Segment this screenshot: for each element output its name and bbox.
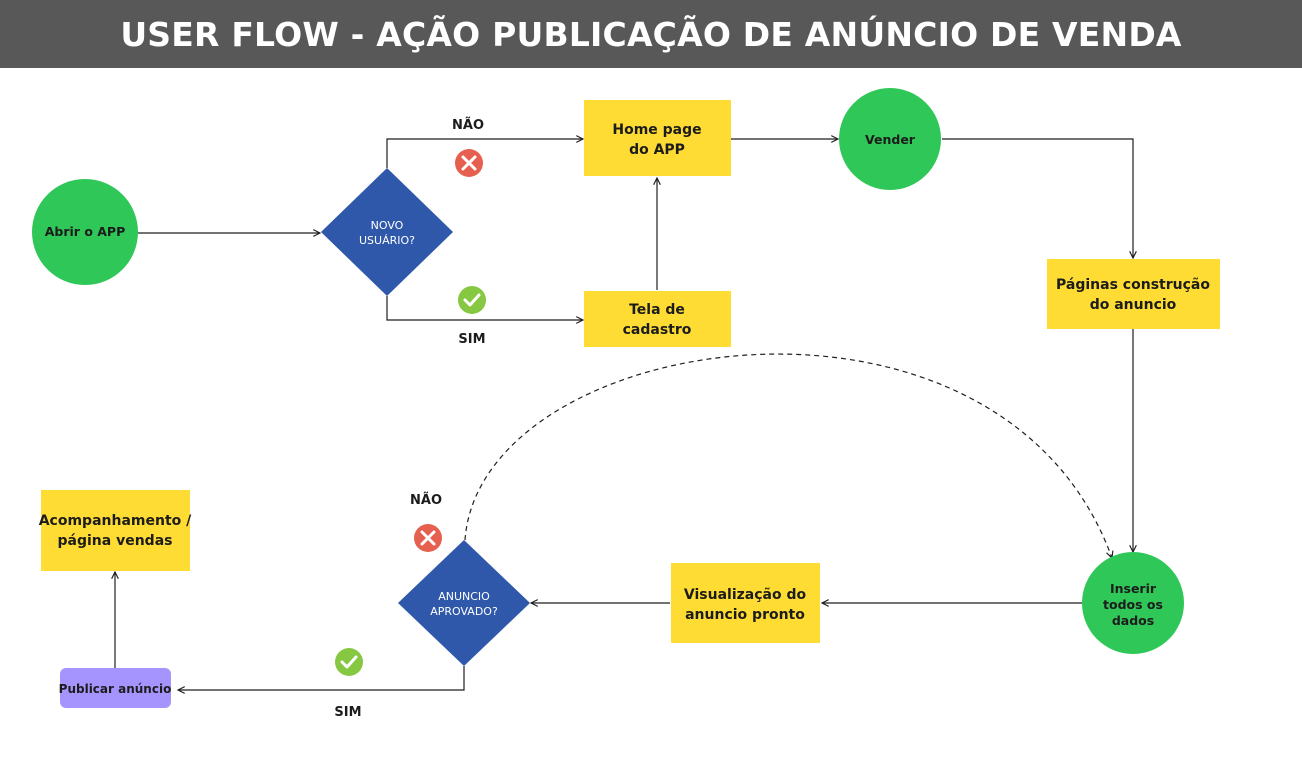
inserir-dados-line-2: todos os [1103, 597, 1163, 612]
novo-usuario-shape [321, 168, 453, 296]
tela-cadastro-line-1: Tela de [629, 302, 685, 318]
tela-cadastro-line-2: cadastro [623, 322, 692, 338]
page-title: USER FLOW - AÇÃO PUBLICAÇÃO DE ANÚNCIO D… [120, 14, 1182, 54]
anuncio-aprovado-shape [398, 540, 530, 666]
bottom-no-label: NÃO [410, 492, 442, 508]
x-circle-icon [455, 149, 483, 177]
x-circle-icon [414, 524, 442, 552]
top-no-label: NÃO [452, 117, 484, 133]
node-novo-usuario: NOVO USUÁRIO? [321, 168, 453, 296]
publicar-anuncio-label: Publicar anúncio [59, 682, 172, 696]
node-home-page: Home page do APP [584, 100, 731, 176]
acompanhamento-line-2: página vendas [58, 533, 173, 549]
anuncio-aprovado-line-2: APROVADO? [430, 605, 498, 618]
home-page-line-2: do APP [629, 142, 685, 158]
paginas-construcao-line-2: do anuncio [1090, 297, 1177, 313]
edge-anuncio-aprovado-loop-back [464, 353, 1112, 558]
edge-novo-usuario-to-home [386, 139, 583, 168]
node-vender: Vender [839, 88, 941, 190]
paginas-construcao-shape [1047, 259, 1220, 329]
publicar-anuncio-shape [60, 668, 171, 708]
inserir-dados-line-1: Inserir [1110, 581, 1157, 596]
inserir-dados-shape [1082, 552, 1184, 654]
abrir-app-shape [32, 179, 138, 285]
check-circle-icon [458, 286, 486, 314]
node-publicar-anuncio: Publicar anúncio [59, 668, 172, 708]
acompanhamento-shape [41, 490, 190, 571]
abrir-app-label: Abrir o APP [45, 224, 126, 239]
node-tela-cadastro: Tela de cadastro [584, 291, 731, 347]
node-paginas-construcao: Páginas construção do anuncio [1047, 259, 1220, 329]
bottom-yes-label: SIM [334, 705, 361, 720]
novo-usuario-line-2: USUÁRIO? [359, 234, 415, 247]
node-abrir-app: Abrir o APP [32, 179, 138, 285]
title-bar: USER FLOW - AÇÃO PUBLICAÇÃO DE ANÚNCIO D… [0, 0, 1302, 68]
visualizacao-shape [671, 563, 820, 643]
acompanhamento-line-1: Acompanhamento / [39, 513, 192, 529]
node-anuncio-aprovado: ANUNCIO APROVADO? [398, 540, 530, 666]
paginas-construcao-line-1: Páginas construção [1056, 277, 1210, 293]
check-circle-icon [335, 648, 363, 676]
vender-shape [839, 88, 941, 190]
home-page-shape [584, 100, 731, 176]
edge-novo-usuario-to-cadastro [386, 296, 583, 320]
node-inserir-dados: Inserir todos os dados [1082, 552, 1184, 654]
novo-usuario-line-1: NOVO [371, 219, 404, 232]
anuncio-aprovado-line-1: ANUNCIO [438, 590, 490, 603]
home-page-line-1: Home page [612, 122, 701, 138]
visualizacao-line-2: anuncio pronto [685, 607, 805, 623]
node-visualizacao: Visualização do anuncio pronto [671, 563, 820, 643]
node-acompanhamento: Acompanhamento / página vendas [39, 490, 192, 571]
visualizacao-line-1: Visualização do [684, 587, 807, 603]
inserir-dados-line-3: dados [1112, 613, 1154, 628]
edge-anuncio-aprovado-to-publicar [178, 666, 465, 690]
tela-cadastro-shape [584, 291, 731, 347]
edge-vender-to-paginas [942, 138, 1133, 258]
top-yes-label: SIM [458, 332, 485, 347]
vender-label: Vender [865, 132, 916, 147]
